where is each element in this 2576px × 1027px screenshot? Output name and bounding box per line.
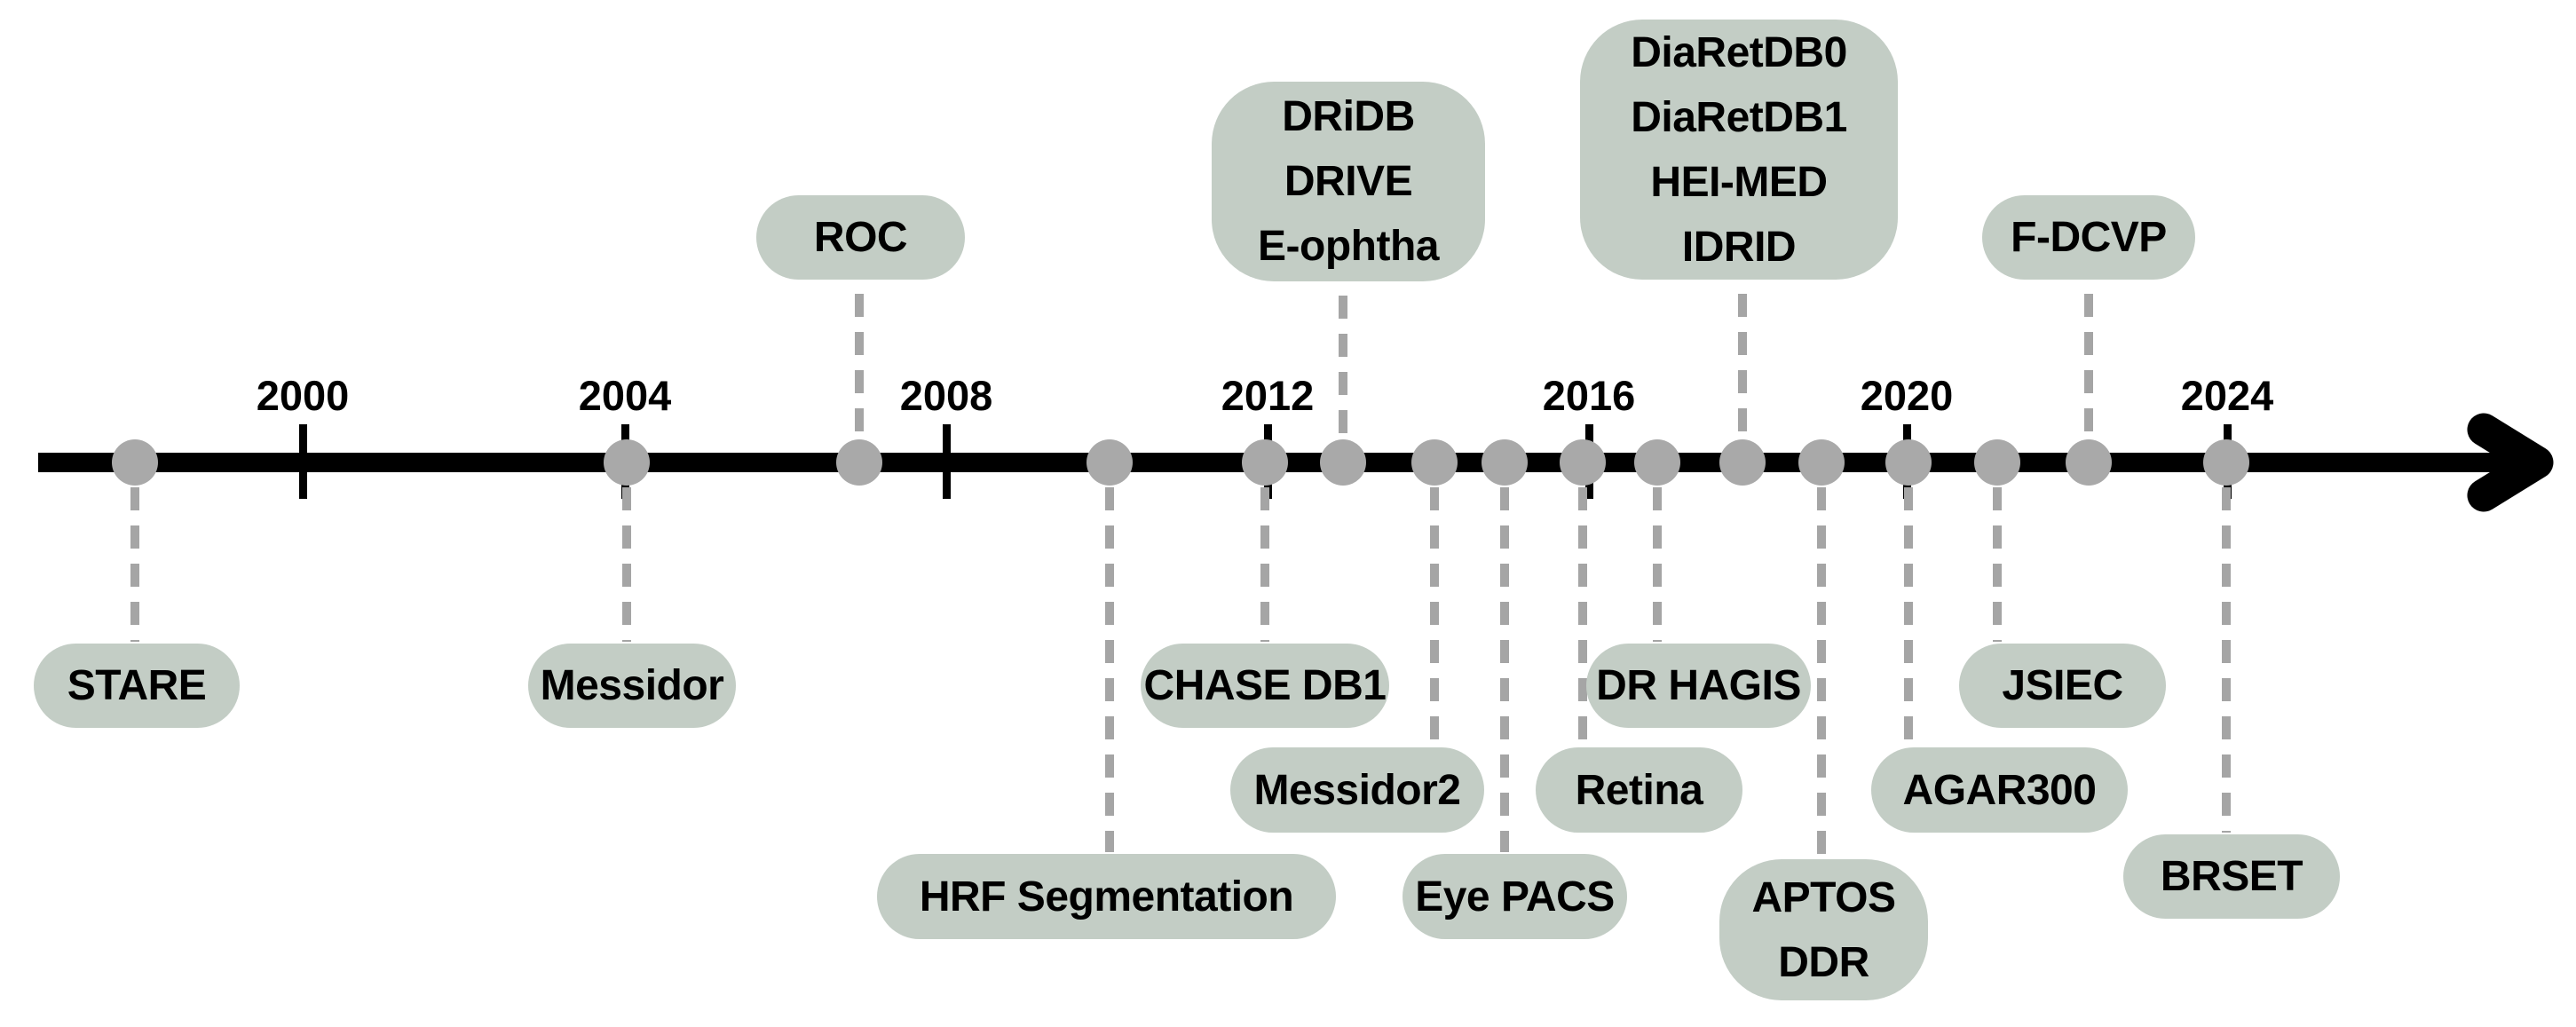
event-label-eyepacs: Eye PACS xyxy=(1415,873,1615,920)
event-label-dridb-1: DRIVE xyxy=(1284,158,1413,205)
event-label-messidor: Messidor xyxy=(540,662,724,709)
connector-messidor2 xyxy=(1430,487,1439,746)
year-label-2016: 2016 xyxy=(1542,372,1636,419)
connector-brset xyxy=(2222,487,2231,833)
event-pill-drhagis: DR HAGIS xyxy=(1586,644,1811,728)
connector-dridb xyxy=(1339,296,1347,438)
event-label-drhagis: DR HAGIS xyxy=(1596,662,1801,709)
event-pill-jsiec: JSIEC xyxy=(1959,644,2166,728)
event-label-messidor2: Messidor2 xyxy=(1253,766,1461,814)
event-pill-roc: ROC xyxy=(756,195,965,280)
connector-stare xyxy=(130,487,139,642)
event-pill-messidor2: Messidor2 xyxy=(1230,747,1484,833)
timeline-dot-eyepacs xyxy=(1482,439,1528,486)
timeline-dot-diaret xyxy=(1719,439,1766,486)
event-pill-brset: BRSET xyxy=(2123,834,2340,919)
event-label-aptos-1: DDR xyxy=(1778,938,1869,986)
year-tick-2008 xyxy=(942,424,951,499)
connector-messidor xyxy=(622,487,631,642)
year-tick-2000 xyxy=(298,424,307,499)
event-pill-dridb: DRiDB DRIVE E-ophtha xyxy=(1212,82,1485,281)
event-label-agar300: AGAR300 xyxy=(1902,766,2097,814)
event-pill-hrf: HRF Segmentation xyxy=(877,854,1336,939)
event-label-dridb-2: E-ophtha xyxy=(1258,223,1439,270)
timeline-dot-retina xyxy=(1560,439,1606,486)
timeline-dot-aptos xyxy=(1798,439,1845,486)
year-label-2004: 2004 xyxy=(578,372,672,419)
connector-agar300 xyxy=(1904,487,1913,746)
timeline-dot-messidor xyxy=(604,439,650,486)
event-label-fdcvp: F-DCVP xyxy=(2011,214,2167,261)
event-label-diaret-2: HEI-MED xyxy=(1650,158,1828,206)
year-label-2012: 2012 xyxy=(1221,372,1315,419)
event-pill-agar300: AGAR300 xyxy=(1871,747,2128,833)
year-label-2020: 2020 xyxy=(1860,372,1954,419)
event-pill-stare: STARE xyxy=(34,644,240,728)
event-label-diaret-1: DiaRetDB1 xyxy=(1631,93,1847,141)
event-pill-messidor: Messidor xyxy=(528,644,736,728)
connector-fdcvp xyxy=(2084,294,2093,438)
connector-aptos xyxy=(1817,487,1826,857)
connector-diaret xyxy=(1738,294,1747,438)
event-label-diaret-0: DiaRetDB0 xyxy=(1631,28,1847,76)
event-label-aptos-0: APTOS xyxy=(1751,873,1896,921)
event-pill-chase: CHASE DB1 xyxy=(1141,644,1389,728)
event-pill-eyepacs: Eye PACS xyxy=(1403,854,1627,939)
timeline-dot-drhagis xyxy=(1634,439,1680,486)
timeline-dot-jsiec xyxy=(1974,439,2020,486)
event-label-retina: Retina xyxy=(1575,766,1703,814)
timeline-dot-fdcvp xyxy=(2066,439,2112,486)
timeline-dot-dridb xyxy=(1320,439,1366,486)
event-label-dridb-0: DRiDB xyxy=(1282,93,1415,140)
event-label-diaret-3: IDRID xyxy=(1681,223,1797,271)
event-label-brset: BRSET xyxy=(2160,853,2303,900)
year-label-2024: 2024 xyxy=(2180,372,2274,419)
year-label-2000: 2000 xyxy=(256,372,350,419)
connector-jsiec xyxy=(1993,487,2002,642)
connector-eyepacs xyxy=(1500,487,1509,852)
event-pill-retina: Retina xyxy=(1536,747,1742,833)
timeline-dot-hrf xyxy=(1087,439,1133,486)
event-label-roc: ROC xyxy=(813,214,908,261)
connector-roc xyxy=(855,294,864,438)
timeline-dot-roc xyxy=(836,439,882,486)
timeline-dot-agar300 xyxy=(1885,439,1932,486)
event-label-jsiec: JSIEC xyxy=(2002,662,2123,709)
event-pill-fdcvp: F-DCVP xyxy=(1982,195,2195,280)
connector-hrf xyxy=(1105,487,1114,852)
connector-chase xyxy=(1260,487,1269,642)
event-label-hrf: HRF Segmentation xyxy=(919,873,1294,920)
connector-drhagis xyxy=(1653,487,1662,642)
event-label-chase: CHASE DB1 xyxy=(1143,662,1387,709)
event-label-stare: STARE xyxy=(67,662,207,709)
timeline-dot-stare xyxy=(112,439,158,486)
timeline-dot-brset xyxy=(2203,439,2249,486)
timeline-dot-chase xyxy=(1242,439,1288,486)
event-pill-aptos: APTOS DDR xyxy=(1719,859,1928,1000)
timeline-dot-messidor2 xyxy=(1411,439,1458,486)
connector-retina xyxy=(1578,487,1587,746)
year-label-2008: 2008 xyxy=(899,372,993,419)
